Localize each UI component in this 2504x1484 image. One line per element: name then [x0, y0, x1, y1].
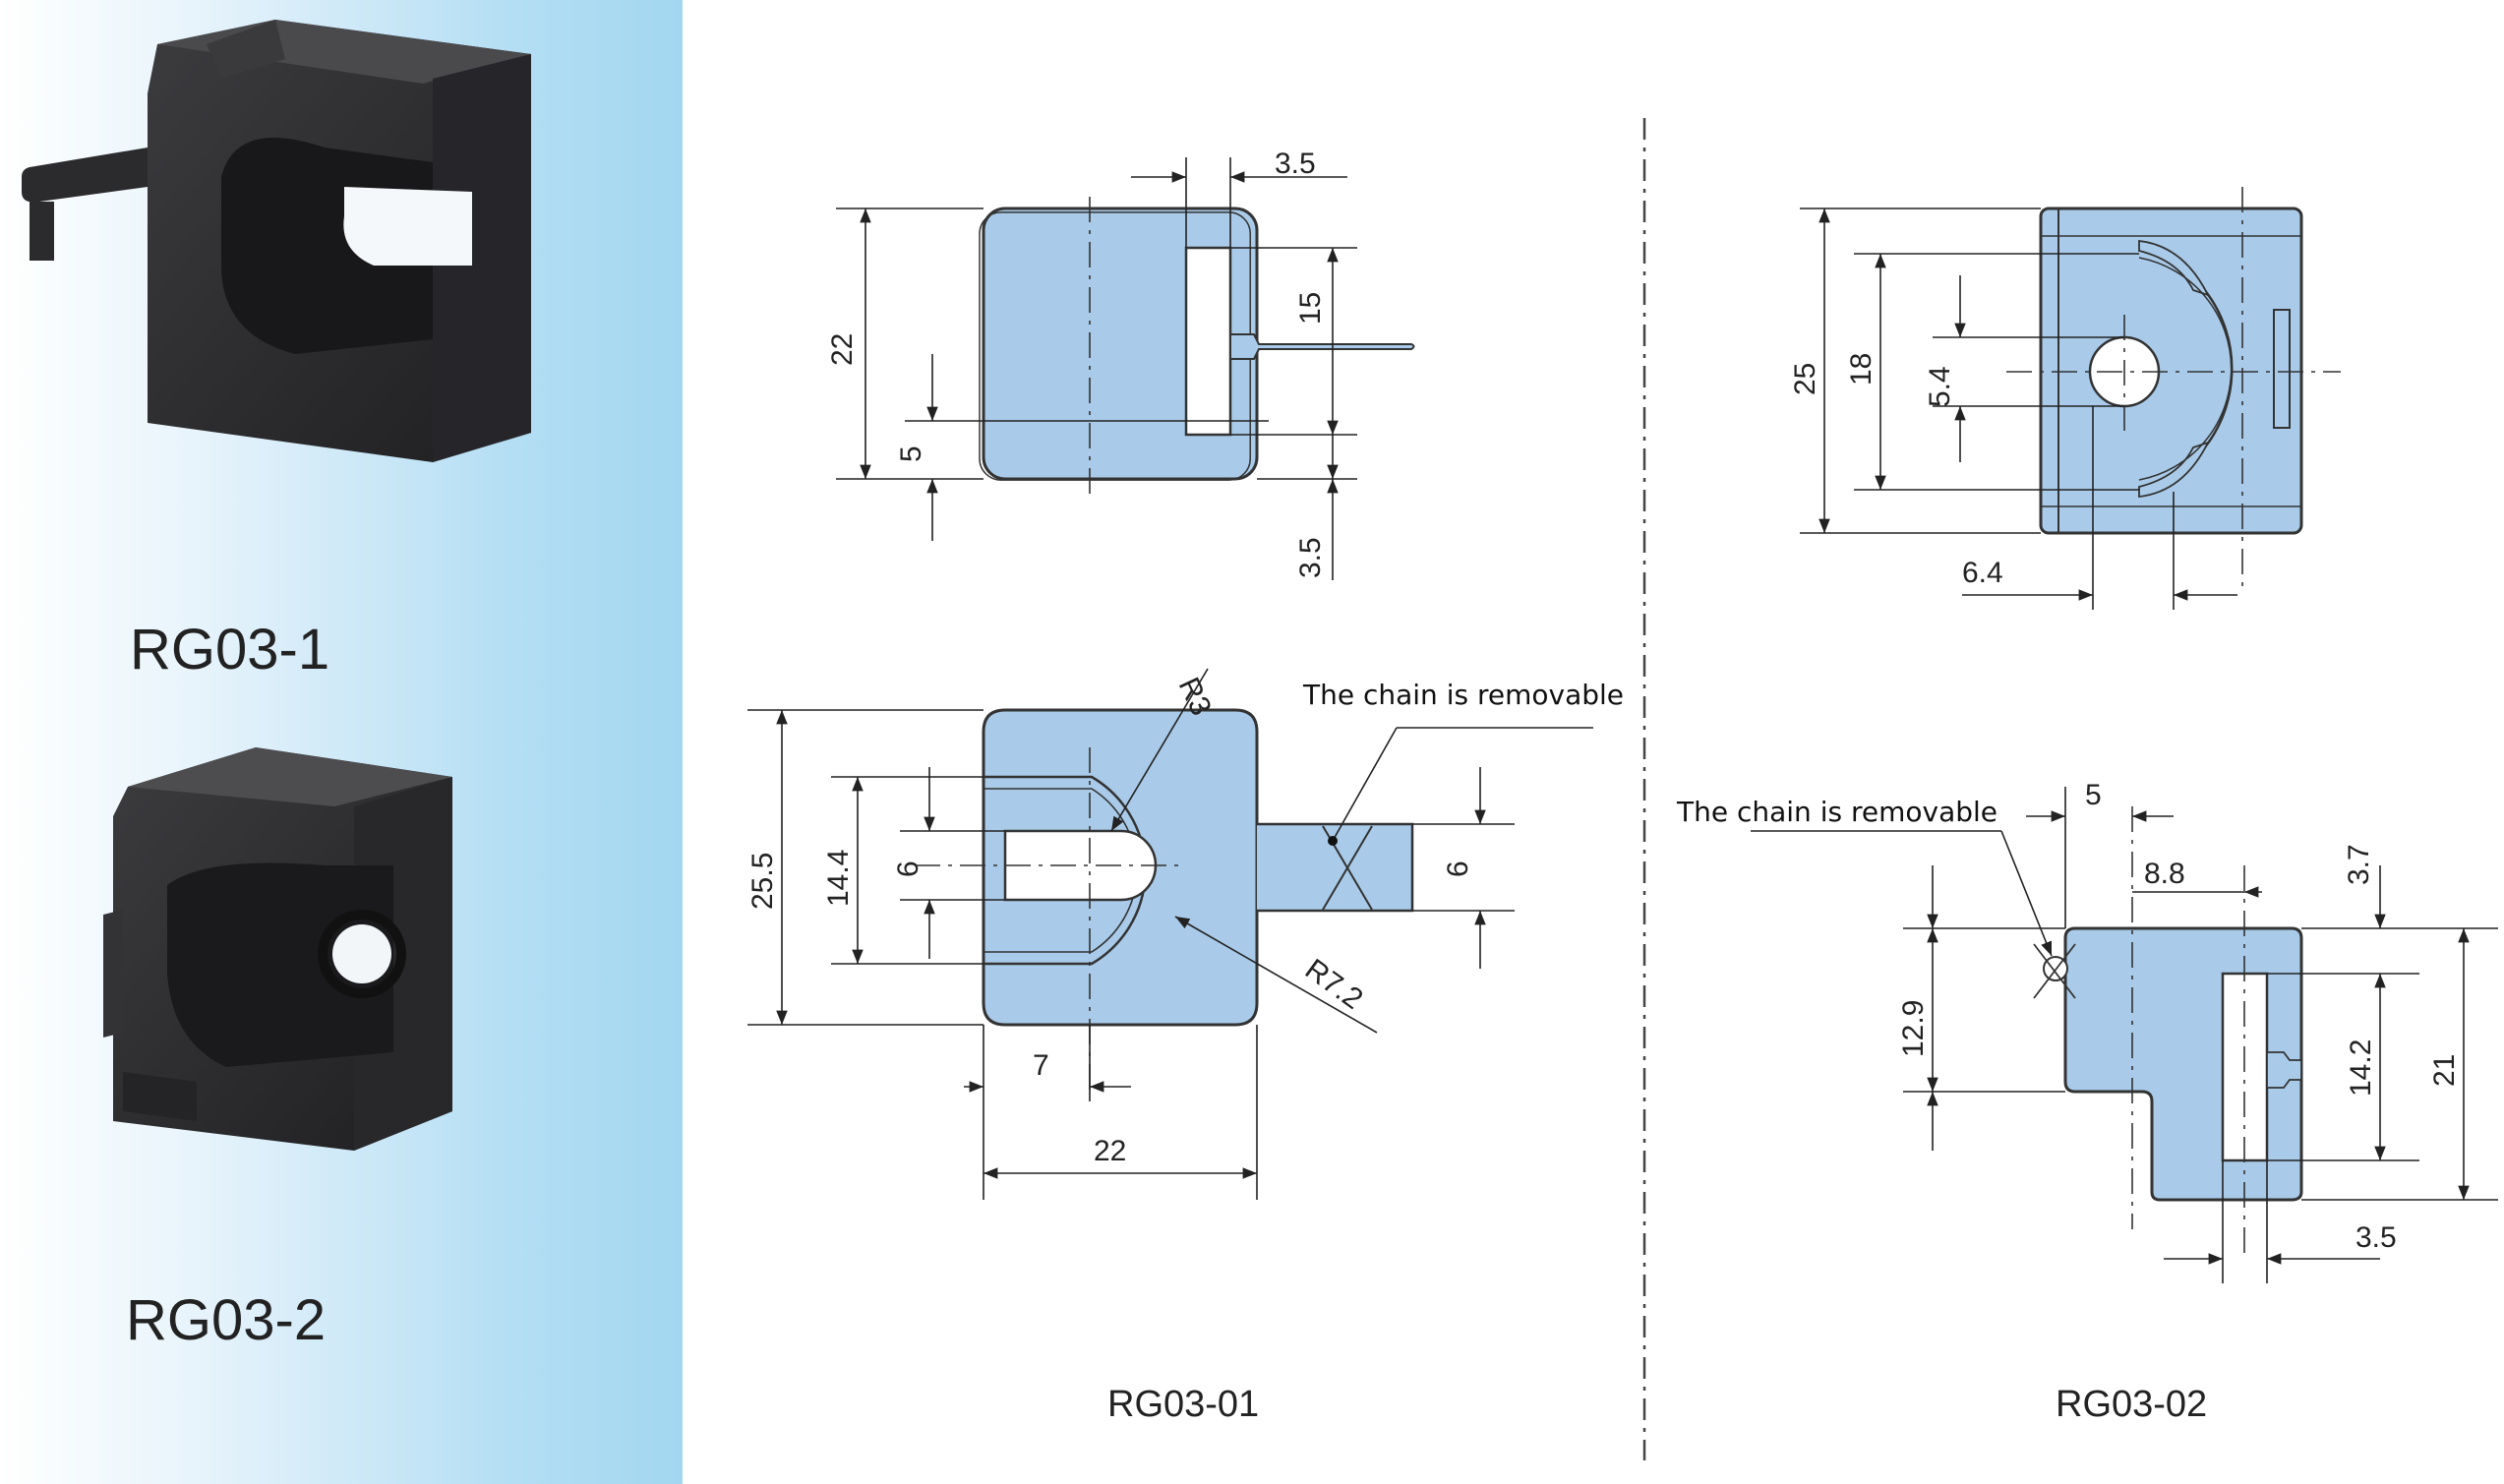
dim-3-5-r: 3.5 — [2355, 1221, 2397, 1254]
dim-25: 25 — [1789, 363, 1821, 395]
product-image-rg03-1 — [22, 20, 531, 462]
dim-7: 7 — [1033, 1049, 1049, 1082]
dim-6-slot: 6 — [892, 861, 924, 877]
dim-22-height: 22 — [826, 333, 859, 366]
dim-22-width: 22 — [1094, 1135, 1126, 1167]
dim-18: 18 — [1845, 353, 1878, 386]
dim-3-7: 3.7 — [2343, 844, 2375, 885]
dim-6-tab: 6 — [1442, 861, 1474, 877]
product-label-rg03-1: RG03-1 — [130, 618, 329, 682]
rg03-01-bottom-view — [747, 668, 1593, 1200]
dim-8-8: 8.8 — [2144, 858, 2185, 890]
rg03-02-top-view — [1800, 187, 2341, 610]
dim-21: 21 — [2428, 1054, 2461, 1087]
dim-3-5-bottom: 3.5 — [1294, 537, 1327, 578]
dim-r7-2: R7.2 — [1299, 953, 1369, 1016]
dim-14-2: 14.2 — [2345, 1039, 2377, 1097]
product-image-rg03-2 — [103, 747, 452, 1151]
dim-14-4: 14.4 — [822, 850, 855, 907]
dim-5-bottom: 5 — [2085, 779, 2102, 811]
dim-6-4: 6.4 — [1962, 557, 2003, 589]
drawing-title-rg03-02: RG03-02 — [2056, 1384, 2207, 1425]
dim-3-5-top: 3.5 — [1275, 148, 1316, 180]
dim-12-9: 12.9 — [1897, 1000, 1930, 1057]
drawing-title-rg03-01: RG03-01 — [1107, 1384, 1259, 1425]
product-label-rg03-2: RG03-2 — [126, 1288, 326, 1352]
dim-15: 15 — [1294, 292, 1327, 325]
note-chain-removable-2: The chain is removable — [1676, 796, 1997, 828]
rg03-02-bottom-view — [1751, 787, 2498, 1283]
dim-5-4: 5.4 — [1924, 366, 1956, 407]
note-chain-removable-1: The chain is removable — [1302, 679, 1624, 711]
dim-25-5: 25.5 — [746, 853, 779, 910]
dim-5: 5 — [895, 445, 927, 462]
rg03-01-top-view — [836, 157, 1415, 580]
